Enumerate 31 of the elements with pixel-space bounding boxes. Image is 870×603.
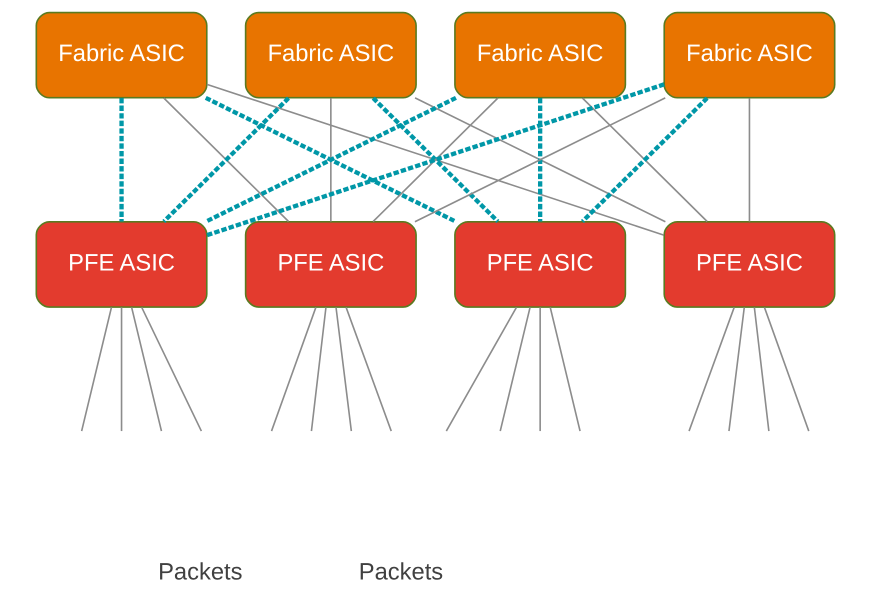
connector (130, 307, 162, 432)
connector (728, 307, 745, 432)
node-box: Fabric ASIC (454, 12, 626, 99)
connector (538, 307, 540, 432)
node-box: PFE ASIC (35, 221, 208, 308)
node-box: Fabric ASIC (244, 12, 416, 99)
connector (445, 306, 517, 432)
connector (120, 307, 122, 432)
connector (334, 307, 352, 432)
connector (548, 307, 580, 432)
connector (414, 97, 666, 222)
connector (310, 307, 326, 432)
node-box: PFE ASIC (662, 221, 835, 308)
connector (330, 98, 332, 222)
node-box: PFE ASIC (454, 221, 626, 308)
label: Packets (158, 559, 242, 586)
connector (118, 98, 124, 222)
connector (80, 307, 112, 432)
connector (753, 307, 770, 432)
connector (688, 307, 734, 432)
connector (140, 306, 202, 432)
connector (270, 307, 316, 432)
connector (498, 307, 530, 432)
node-box: PFE ASIC (244, 221, 416, 308)
label: Packets (358, 559, 443, 586)
connector (344, 307, 392, 432)
connector (763, 307, 810, 432)
connector (748, 98, 750, 222)
node-box: Fabric ASIC (35, 12, 208, 99)
connector (538, 98, 542, 222)
node-box: Fabric ASIC (662, 12, 835, 99)
